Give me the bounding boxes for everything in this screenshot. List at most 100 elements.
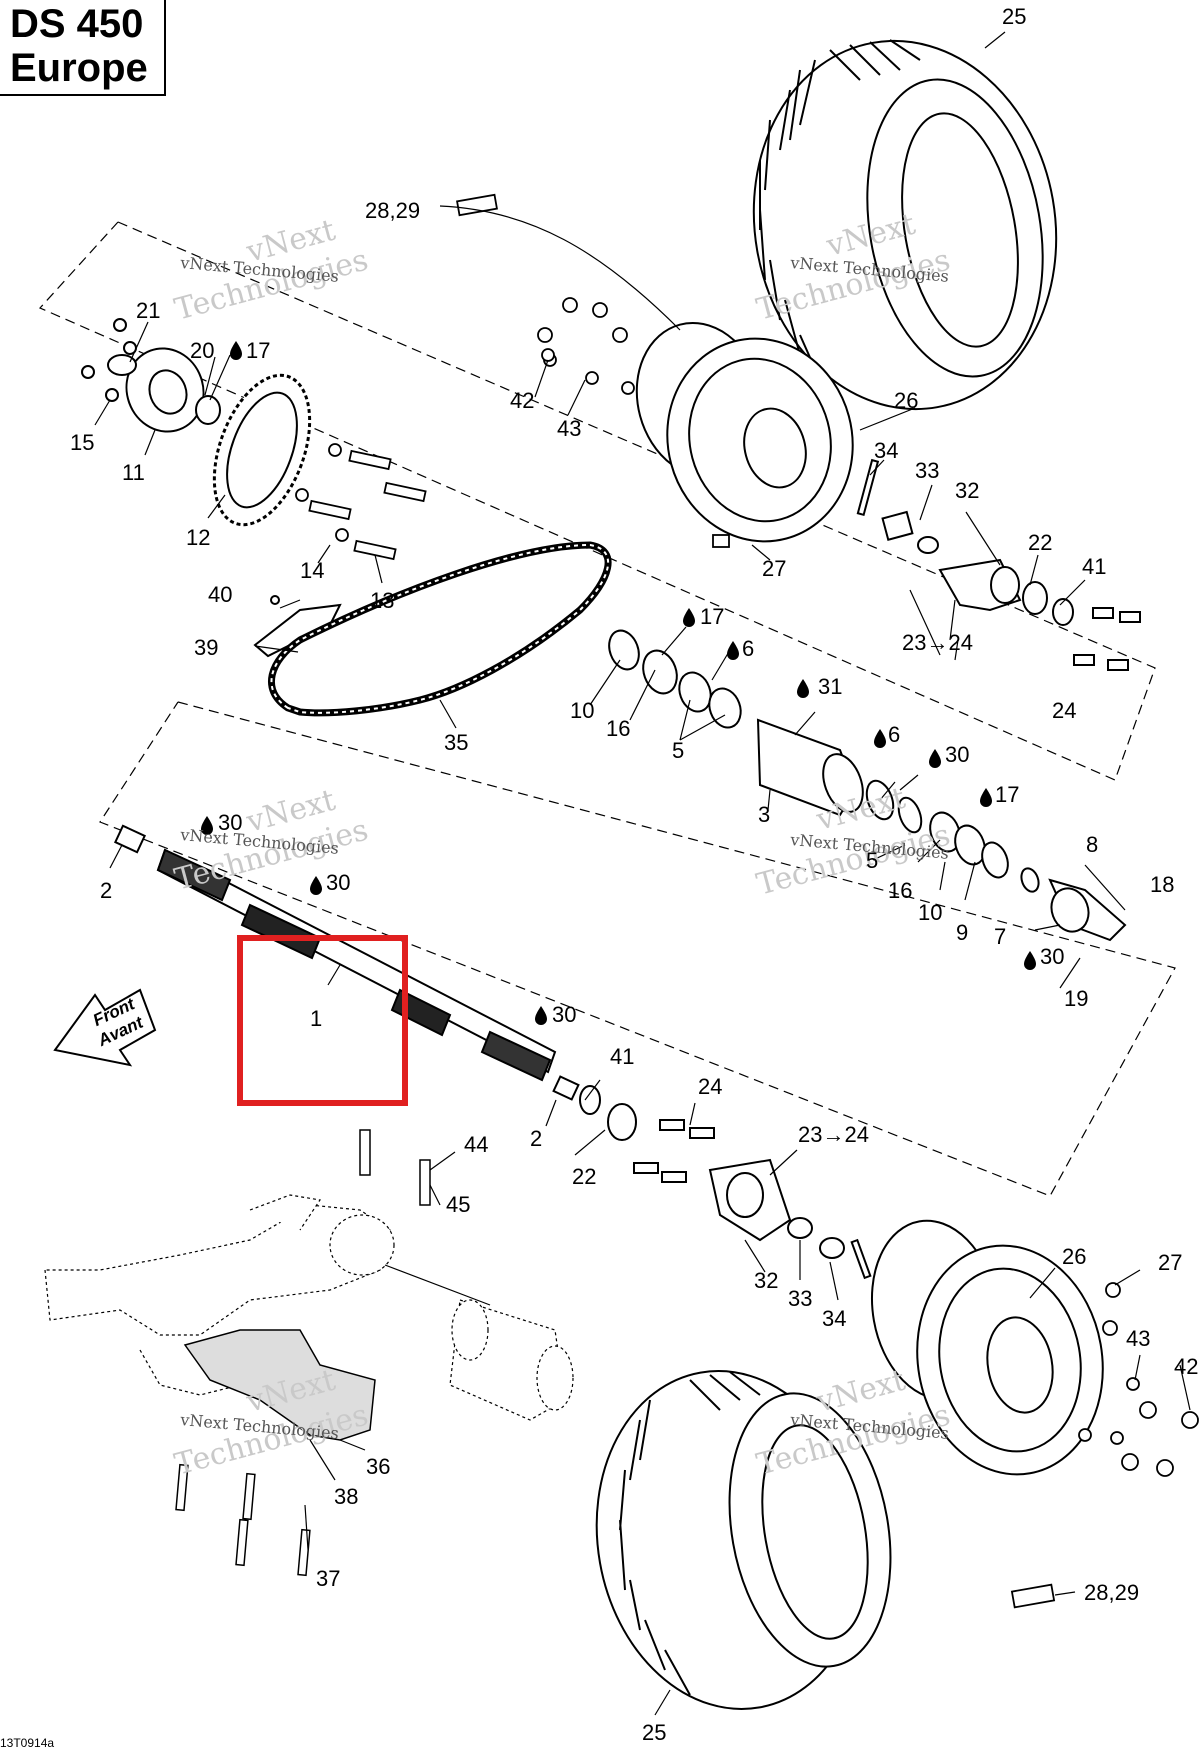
oil-drop-icon — [1024, 951, 1036, 970]
lower-tire — [595, 1370, 892, 1710]
callout-labels: 25 28,29 21 20 17 15 11 12 42 43 26 34 3… — [70, 4, 1198, 1745]
callout-7: 7 — [994, 924, 1006, 949]
callout-27: 27 — [762, 556, 786, 581]
callout-15: 15 — [70, 430, 94, 455]
callout-27-b: 27 — [1158, 1250, 1182, 1275]
callout-28-29: 28,29 — [365, 198, 420, 223]
callout-22-b: 22 — [572, 1164, 596, 1189]
callout-25-b: 25 — [642, 1720, 666, 1745]
upper-knuckle — [856, 458, 1141, 671]
callout-18: 18 — [1150, 872, 1174, 897]
callout-43: 43 — [557, 416, 581, 441]
front-direction-arrow: Front Avant — [53, 988, 157, 1067]
callout-2: 2 — [100, 878, 112, 903]
callout-26: 26 — [894, 388, 918, 413]
callout-42: 42 — [510, 388, 534, 413]
oil-drop-icon — [230, 341, 242, 360]
callout-17-b: 17 — [700, 604, 724, 629]
callout-38: 38 — [334, 1484, 358, 1509]
callout-30-b: 30 — [218, 810, 242, 835]
callout-2-b: 2 — [530, 1126, 542, 1151]
model-title-box: DS 450 Europe — [0, 0, 166, 96]
callout-3: 3 — [758, 802, 770, 827]
callout-9: 9 — [956, 920, 968, 945]
callout-8: 8 — [1086, 832, 1098, 857]
upper-rim — [635, 321, 854, 543]
lower-rim — [870, 1219, 1104, 1476]
bearing-housing-parts — [608, 629, 1127, 942]
callout-12: 12 — [186, 525, 210, 550]
callout-34-b: 34 — [822, 1306, 846, 1331]
sprocket-hub — [81, 318, 221, 433]
lower-assembly-outline — [99, 701, 1176, 1197]
oil-drop-icon — [980, 788, 992, 807]
callout-30: 30 — [945, 742, 969, 767]
oil-drop-icon — [310, 876, 322, 895]
callout-37: 37 — [316, 1566, 340, 1591]
callout-26-b: 26 — [1062, 1244, 1086, 1269]
callout-41-b: 41 — [610, 1044, 634, 1069]
oil-drop-icon — [683, 608, 695, 627]
callout-24-b: 24 — [698, 1074, 722, 1099]
callout-30-e: 30 — [552, 1002, 576, 1027]
upper-hardware — [456, 193, 730, 548]
callout-32: 32 — [955, 478, 979, 503]
callout-5: 5 — [672, 738, 684, 763]
callout-45: 45 — [446, 1192, 470, 1217]
callout-14: 14 — [300, 558, 324, 583]
leader-lines — [94, 31, 1191, 1716]
oil-drop-icon — [929, 749, 941, 768]
upper-tire — [752, 39, 1058, 411]
callout-25: 25 — [1002, 4, 1026, 29]
callout-1: 1 — [310, 1006, 322, 1031]
callout-10: 10 — [570, 698, 594, 723]
lower-knuckle-parts — [579, 1085, 872, 1280]
callout-17-c: 17 — [995, 782, 1019, 807]
callout-10-b: 10 — [918, 900, 942, 925]
bearing-housing-lower — [449, 1299, 574, 1421]
callout-20: 20 — [190, 338, 214, 363]
callout-28-29-b: 28,29 — [1084, 1580, 1139, 1605]
model-name: DS 450 — [10, 2, 144, 46]
model-region: Europe — [10, 46, 148, 90]
callout-35: 35 — [444, 730, 468, 755]
callout-16-b: 16 — [888, 878, 912, 903]
callout-44: 44 — [464, 1132, 488, 1157]
callout-21: 21 — [136, 298, 160, 323]
swing-arm — [44, 1194, 395, 1396]
callout-19: 19 — [1064, 986, 1088, 1011]
drive-chain-inner — [270, 543, 609, 714]
skid-plate — [183, 1329, 376, 1441]
callout-32-b: 32 — [754, 1268, 778, 1293]
callout-36: 36 — [366, 1454, 390, 1479]
lower-tag — [1010, 1583, 1056, 1609]
callout-22: 22 — [1028, 530, 1052, 555]
callout-17: 17 — [246, 338, 270, 363]
callout-31: 31 — [818, 674, 842, 699]
lower-wheel-nuts — [1078, 1282, 1199, 1477]
callout-5-b: 5 — [866, 848, 878, 873]
oil-drop-icon — [874, 729, 886, 748]
callout-39: 39 — [194, 635, 218, 660]
callout-42-b: 42 — [1174, 1354, 1198, 1379]
callout-6-b: 6 — [888, 722, 900, 747]
oil-drop-icons — [201, 341, 1036, 1025]
callout-41: 41 — [1082, 554, 1106, 579]
callout-33-b: 33 — [788, 1286, 812, 1311]
oil-drop-icon — [727, 641, 739, 660]
callout-24: 24 — [1052, 698, 1076, 723]
highlight-box — [237, 935, 408, 1106]
skid-plate-bolts — [175, 1129, 431, 1577]
callout-40: 40 — [208, 582, 232, 607]
callout-33: 33 — [915, 458, 939, 483]
sprocket-bolts — [295, 443, 427, 561]
callout-34: 34 — [874, 438, 898, 463]
oil-drop-icon — [535, 1006, 547, 1025]
callout-6: 6 — [742, 636, 754, 661]
oil-drop-icon — [797, 679, 809, 698]
figure-code: 13T0914a — [0, 1736, 55, 1750]
callout-16: 16 — [606, 716, 630, 741]
callout-30-d: 30 — [1040, 944, 1064, 969]
callout-43-b: 43 — [1126, 1326, 1150, 1351]
